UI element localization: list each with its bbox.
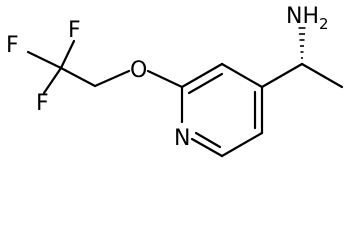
amine-label: NH2: [286, 4, 329, 33]
bond-c6-n: [190, 137, 224, 158]
bond-c6-n-inner: [194, 131, 222, 149]
bond-c4-chiral: [260, 62, 304, 89]
bond-cf3-ch2: [59, 66, 97, 88]
bond-c-f-top: [59, 39, 76, 70]
bond-c-f-bottom: [42, 66, 63, 95]
fluorine-left-label: F: [6, 33, 19, 58]
fluorine-bottom-label: F: [36, 91, 49, 116]
oxygen-label: O: [130, 58, 147, 83]
bond-c2-c3-inner: [187, 72, 224, 95]
bond-o-c2: [146, 69, 184, 89]
amine-n-label: NH: [286, 4, 319, 29]
nitrogen-label: N: [174, 126, 190, 151]
molecule-structure: F F F O N NH2: [6, 4, 344, 158]
bond-c5-c6: [220, 131, 264, 158]
bond-c3-c4: [220, 62, 264, 89]
bond-chiral-methyl: [300, 62, 344, 89]
bond-c-f-left: [26, 50, 63, 70]
fluorine-top-label: F: [68, 18, 81, 43]
amine-subscript: 2: [319, 15, 329, 33]
bond-c2-c3: [180, 62, 224, 89]
bond-ch2-o: [93, 69, 131, 88]
hashed-wedge-bond: [298, 27, 306, 59]
